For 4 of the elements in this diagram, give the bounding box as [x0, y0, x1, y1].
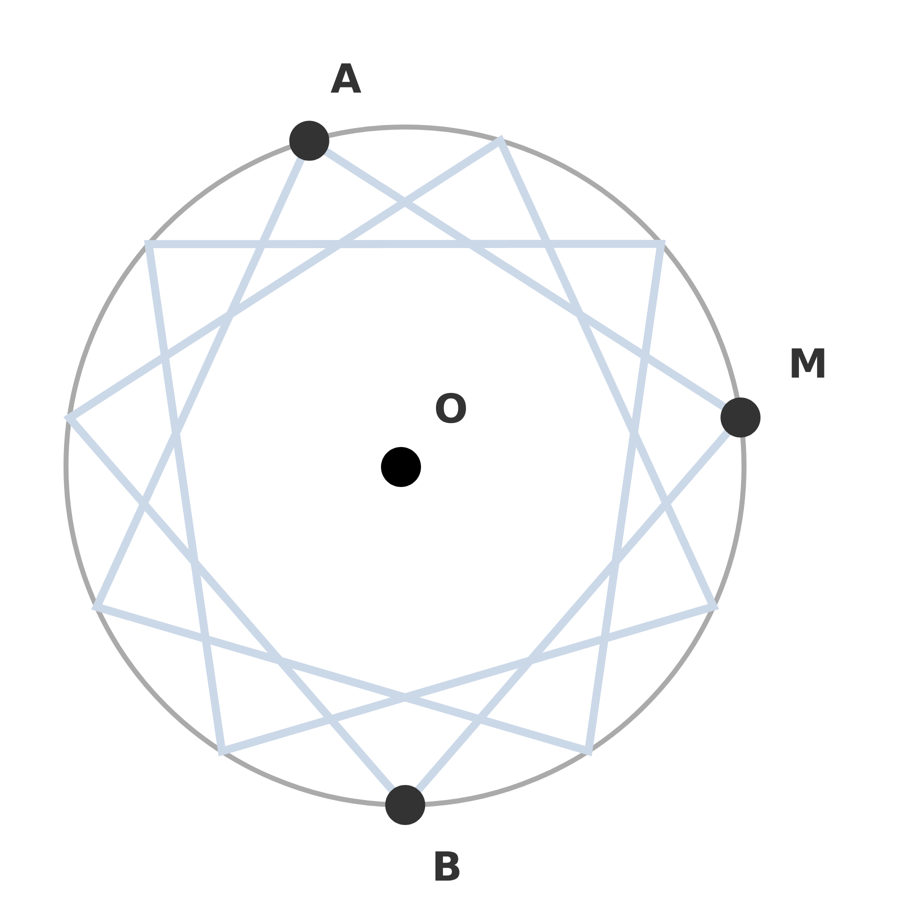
point-label: A — [330, 63, 362, 93]
point-label: O — [436, 392, 466, 424]
point-label: M — [792, 348, 824, 378]
point-label: B — [435, 851, 460, 881]
